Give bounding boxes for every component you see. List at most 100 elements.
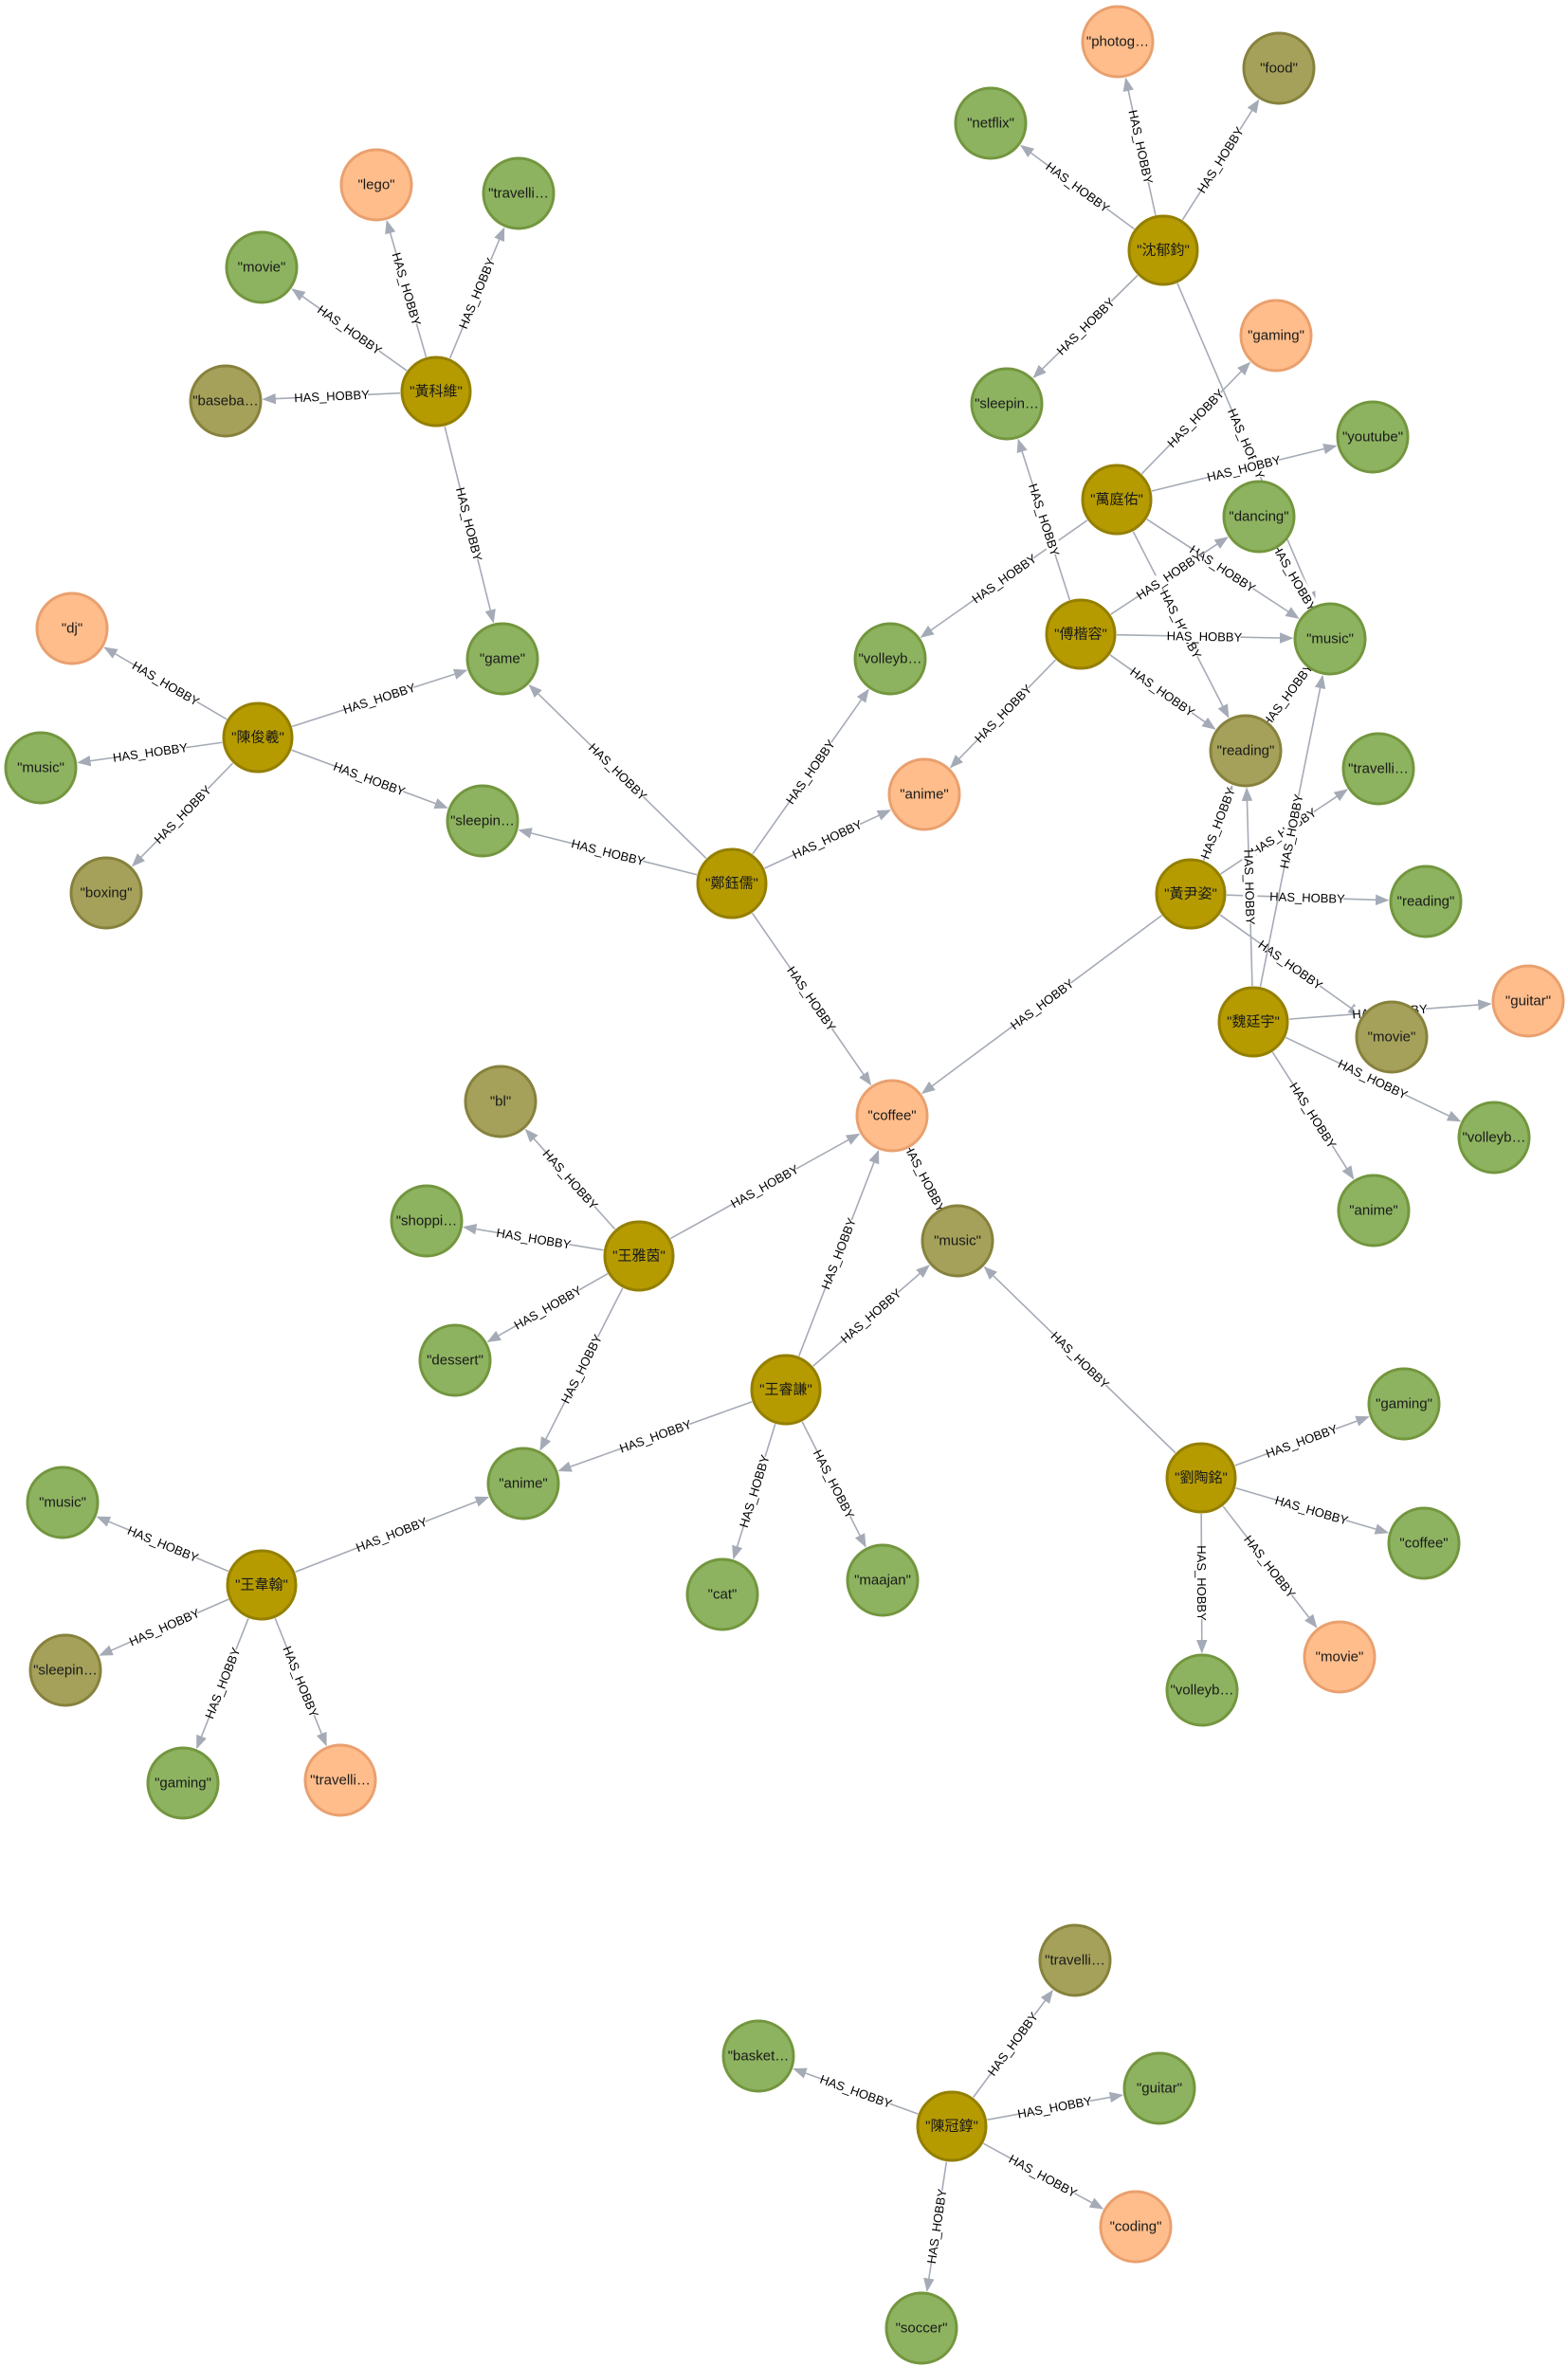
relationship-edge[interactable]: HAS_HOBBY xyxy=(103,646,228,720)
node-circle[interactable] xyxy=(916,2090,988,2162)
node-circle[interactable] xyxy=(1389,865,1463,938)
node-circle[interactable] xyxy=(1239,299,1313,373)
node-circle[interactable] xyxy=(1336,400,1410,474)
person-node[interactable]: "傅楷容" xyxy=(1045,598,1117,670)
hobby-node[interactable]: "reading" xyxy=(1389,865,1463,938)
node-circle[interactable] xyxy=(1099,2190,1173,2264)
relationship-edge[interactable]: HAS_HOBBY xyxy=(1259,661,1316,730)
node-circle[interactable] xyxy=(970,367,1044,441)
hobby-node[interactable]: "anime" xyxy=(1337,1174,1411,1247)
relationship-edge[interactable]: HAS_HOBBY xyxy=(1181,99,1260,221)
relationship-edge[interactable]: HAS_HOBBY xyxy=(669,1133,861,1240)
node-circle[interactable] xyxy=(225,230,299,304)
node-circle[interactable] xyxy=(1355,1000,1429,1074)
hobby-node[interactable]: "travelli… xyxy=(1038,1923,1112,1997)
node-circle[interactable] xyxy=(1165,1653,1239,1727)
node-circle[interactable] xyxy=(418,1323,492,1397)
node-circle[interactable] xyxy=(603,1220,675,1292)
person-node[interactable]: "鄭鈺儒" xyxy=(696,847,768,919)
relationship-edge[interactable]: HAS_HOBBY xyxy=(528,683,707,859)
relationship-edge[interactable]: HAS_HOBBY xyxy=(291,288,408,372)
node-circle[interactable] xyxy=(685,1557,759,1631)
person-node[interactable]: "萬庭佑" xyxy=(1081,464,1153,536)
node-circle[interactable] xyxy=(35,592,109,665)
relationship-edge[interactable]: HAS_HOBBY xyxy=(444,426,496,624)
hobby-node[interactable]: "music" xyxy=(1293,602,1367,676)
relationship-edge[interactable]: HAS_HOBBY xyxy=(751,912,872,1086)
hobby-node[interactable]: "movie" xyxy=(1303,1620,1377,1694)
node-circle[interactable] xyxy=(1337,1174,1411,1247)
node-circle[interactable] xyxy=(1127,214,1199,286)
relationship-edge[interactable]: HAS_HOBBY xyxy=(1234,1415,1370,1466)
node-circle[interactable] xyxy=(954,86,1028,160)
relationship-edge[interactable]: HAS_HOBBY xyxy=(1197,784,1238,861)
relationship-edge[interactable]: HAS_HOBBY xyxy=(1241,787,1259,987)
person-node[interactable]: "王睿謙" xyxy=(750,1354,822,1426)
relationship-edge[interactable]: HAS_HOBBY xyxy=(385,220,428,357)
node-circle[interactable] xyxy=(28,1633,102,1707)
node-circle[interactable] xyxy=(465,622,539,696)
node-circle[interactable] xyxy=(853,622,927,696)
relationship-edge[interactable]: HAS_HOBBY xyxy=(1235,1486,1390,1535)
node-circle[interactable] xyxy=(26,1466,100,1539)
node-circle[interactable] xyxy=(855,1079,929,1153)
node-circle[interactable] xyxy=(303,1743,377,1817)
relationship-edge[interactable]: HAS_HOBBY xyxy=(131,762,234,867)
relationship-edge[interactable]: HAS_HOBBY xyxy=(463,1223,604,1252)
node-circle[interactable] xyxy=(1081,464,1153,536)
person-node[interactable]: "王雅茵" xyxy=(603,1220,675,1292)
node-circle[interactable] xyxy=(4,731,78,805)
node-circle[interactable] xyxy=(1457,1101,1531,1174)
relationship-edge[interactable]: HAS_HOBBY xyxy=(295,1496,490,1574)
hobby-node[interactable]: "shoppi… xyxy=(390,1184,464,1258)
node-circle[interactable] xyxy=(721,2019,795,2093)
hobby-node[interactable]: "netflix" xyxy=(954,86,1028,160)
relationship-edge[interactable]: HAS_HOBBY xyxy=(1020,144,1135,230)
node-circle[interactable] xyxy=(1165,1442,1237,1514)
relationship-edge[interactable]: HAS_HOBBY xyxy=(1222,1505,1318,1629)
person-node[interactable]: "劉陶銘" xyxy=(1165,1442,1237,1514)
node-circle[interactable] xyxy=(189,364,263,438)
person-node[interactable]: "王韋翰" xyxy=(226,1549,298,1621)
relationship-edge[interactable]: HAS_HOBBY xyxy=(291,749,448,809)
node-circle[interactable] xyxy=(1222,480,1296,554)
node-circle[interactable] xyxy=(1341,732,1415,806)
relationship-edge[interactable]: HAS_HOBBY xyxy=(764,810,892,869)
hobby-node[interactable]: "lego" xyxy=(339,148,413,222)
node-circle[interactable] xyxy=(486,1447,560,1520)
hobby-node[interactable]: "boxing" xyxy=(69,856,143,930)
node-circle[interactable] xyxy=(1155,858,1227,930)
relationship-edge[interactable]: HAS_HOBBY xyxy=(901,1141,948,1215)
hobby-node[interactable]: "music" xyxy=(921,1204,994,1278)
hobby-node[interactable]: "dessert" xyxy=(418,1323,492,1397)
relationship-edge[interactable]: HAS_HOBBY xyxy=(557,1401,753,1472)
node-circle[interactable] xyxy=(1081,5,1155,79)
node-circle[interactable] xyxy=(226,1549,298,1621)
hobby-node[interactable]: "sleepin… xyxy=(446,784,520,858)
relationship-edge[interactable]: HAS_HOBBY xyxy=(448,227,505,359)
hobby-node[interactable]: "gaming" xyxy=(1367,1367,1441,1441)
hobby-node[interactable]: "coffee" xyxy=(855,1079,929,1153)
person-node[interactable]: "沈郁鈞" xyxy=(1127,214,1199,286)
hobby-node[interactable]: "volleyb… xyxy=(1165,1653,1239,1727)
hobby-node[interactable]: "music" xyxy=(26,1466,100,1539)
relationship-edge[interactable]: HAS_HOBBY xyxy=(982,2142,1104,2210)
relationship-edge[interactable]: HAS_HOBBY xyxy=(1122,77,1157,216)
hobby-node[interactable]: "cat" xyxy=(685,1557,759,1631)
node-circle[interactable] xyxy=(750,1354,822,1426)
hobby-node[interactable]: "volleyb… xyxy=(853,622,927,696)
hobby-node[interactable]: "bl" xyxy=(464,1065,538,1138)
node-circle[interactable] xyxy=(1242,31,1316,105)
relationship-edge[interactable]: HAS_HOBBY xyxy=(983,1265,1176,1454)
node-circle[interactable] xyxy=(1209,714,1283,788)
hobby-node[interactable]: "travelli… xyxy=(482,156,556,230)
node-circle[interactable] xyxy=(146,1746,220,1820)
node-circle[interactable] xyxy=(1367,1367,1441,1441)
relationship-edge[interactable]: HAS_HOBBY xyxy=(1194,1513,1210,1654)
relationship-edge[interactable]: HAS_HOBBY xyxy=(1032,275,1139,378)
relationship-edge[interactable]: HAS_HOBBY xyxy=(1109,654,1216,730)
node-circle[interactable] xyxy=(1303,1620,1377,1694)
node-circle[interactable] xyxy=(446,784,520,858)
person-node[interactable]: "黃科維" xyxy=(400,355,472,428)
relationship-edge[interactable]: HAS_HOBBY xyxy=(77,739,223,767)
